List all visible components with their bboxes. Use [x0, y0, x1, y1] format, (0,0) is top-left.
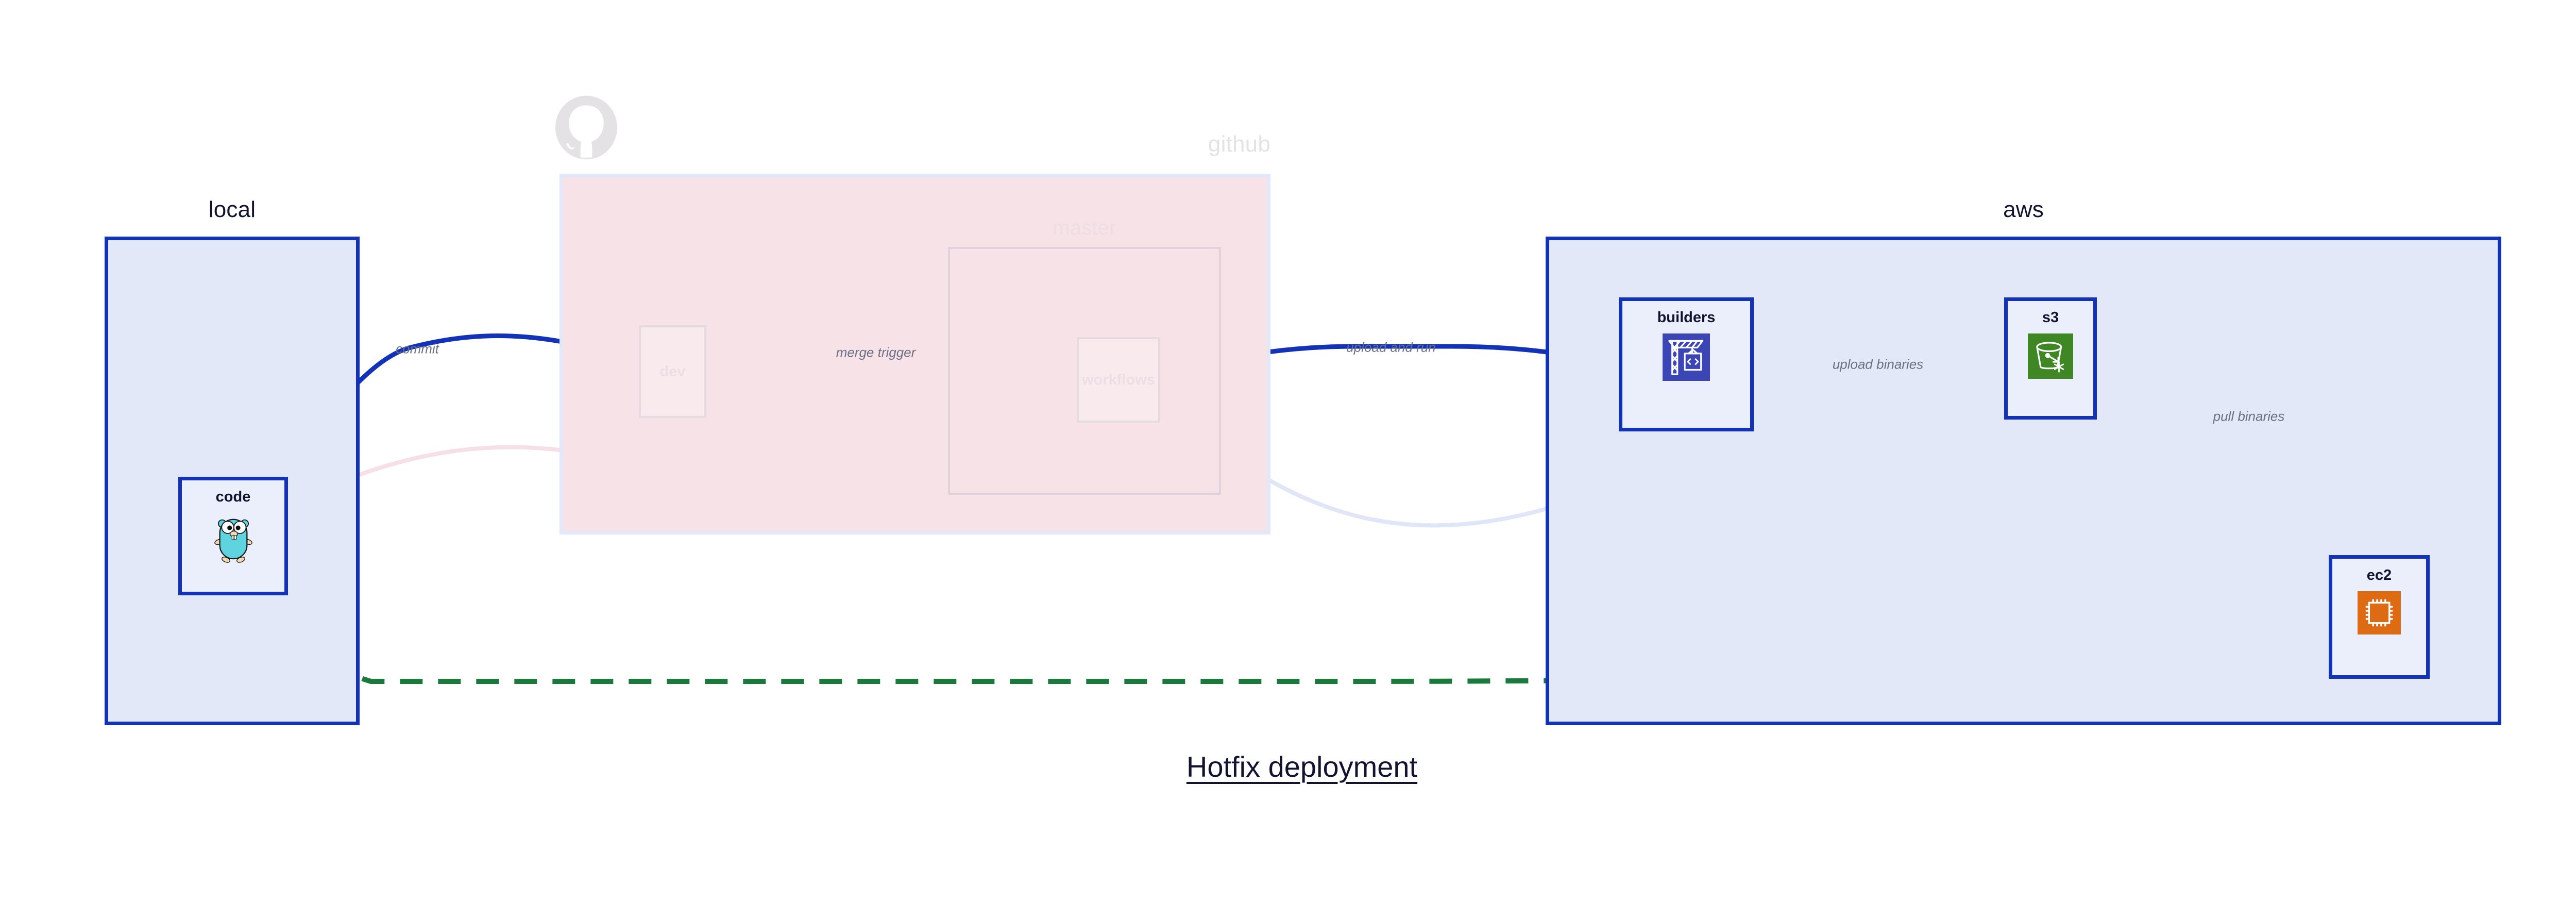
node-s3[interactable]: s3 — [2004, 297, 2097, 420]
node-builders-label: builders — [1657, 309, 1716, 326]
edge-label-upload-binaries: upload binaries — [1829, 356, 1927, 373]
edge-label-upload-and-run: upload and run — [1346, 339, 1436, 355]
edge-label-pull-binaries: pull binaries — [2210, 408, 2288, 425]
aws-codebuild-icon — [1663, 333, 1710, 383]
group-title-master: master — [1053, 216, 1116, 239]
edge-label-merge-trigger: merge trigger — [833, 344, 919, 361]
node-workflows-label: workflows — [1082, 371, 1155, 388]
edge-label-commit: commit — [396, 341, 439, 357]
group-title-aws: aws — [2003, 197, 2044, 222]
node-ec2-label: ec2 — [2366, 567, 2392, 583]
node-ec2[interactable]: ec2 — [2329, 555, 2430, 679]
github-octocat-icon — [555, 95, 617, 168]
node-dev[interactable]: dev — [639, 325, 706, 418]
node-code-label: code — [215, 489, 251, 505]
diagram-title: Hotfix deployment — [1186, 750, 1418, 783]
node-dev-label: dev — [659, 363, 686, 380]
aws-ec2-chip-icon — [2358, 591, 2401, 637]
aws-s3-glacier-icon — [2028, 333, 2073, 381]
node-s3-label: s3 — [2042, 309, 2059, 326]
node-workflows[interactable]: workflows — [1077, 337, 1160, 423]
go-gopher-icon — [212, 513, 255, 567]
node-builders[interactable]: builders — [1619, 297, 1754, 431]
group-master — [948, 247, 1221, 495]
node-code[interactable]: code — [178, 477, 288, 595]
group-title-local: local — [208, 197, 256, 222]
group-title-github: github — [1208, 131, 1270, 157]
